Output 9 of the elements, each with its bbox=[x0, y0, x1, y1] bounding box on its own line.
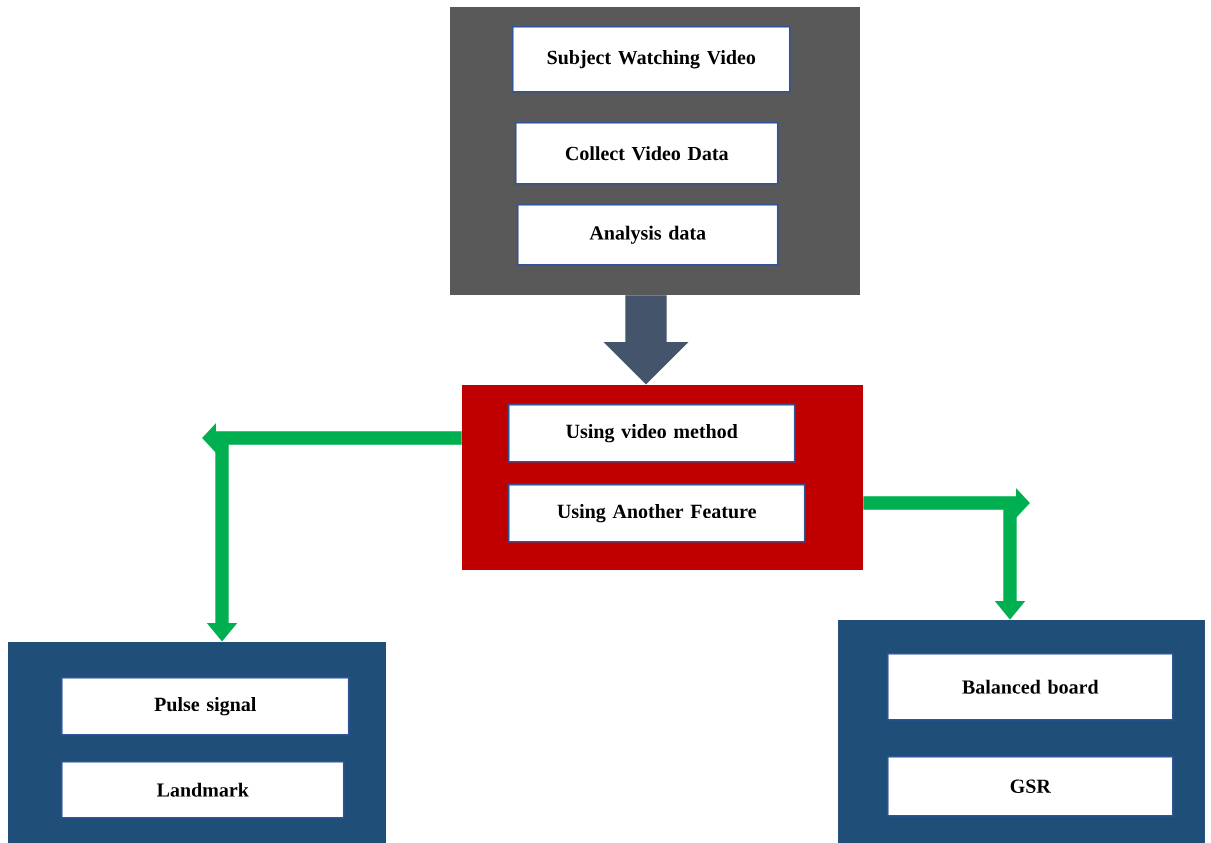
process-box: Landmark bbox=[60, 760, 345, 819]
process-box: Using Another Feature bbox=[507, 483, 806, 543]
process-box: Subject Watching Video bbox=[511, 25, 791, 93]
process-box: Using video method bbox=[507, 403, 796, 463]
process-box: Analysis data bbox=[516, 203, 779, 266]
process-box: Balanced board bbox=[886, 652, 1174, 721]
process-box: Collect Video Data bbox=[514, 121, 779, 185]
process-box: Pulse signal bbox=[61, 676, 350, 736]
process-box: GSR bbox=[886, 756, 1174, 817]
